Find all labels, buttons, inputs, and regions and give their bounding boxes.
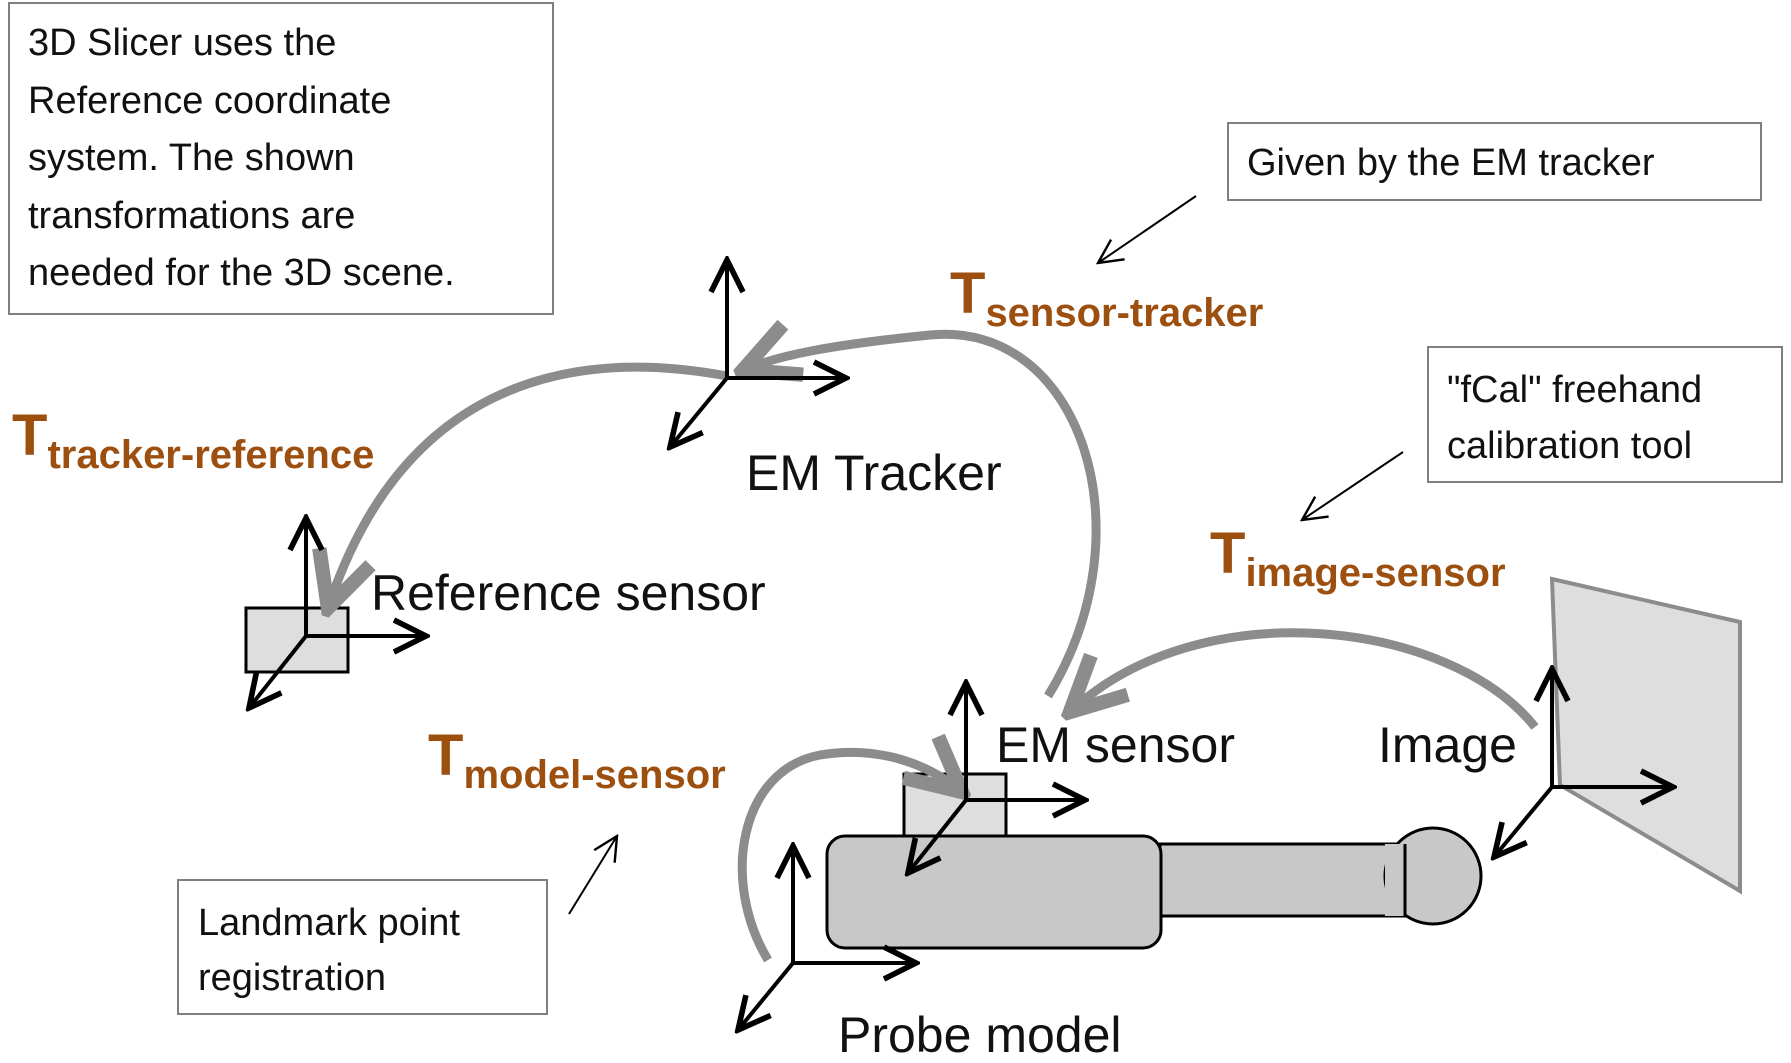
reference-sensor-label: Reference sensor — [371, 565, 766, 621]
t-sensor-tracker-main: T — [950, 261, 985, 326]
em-tracker-note-box — [1227, 122, 1762, 201]
t-model-sensor-sub: model-sensor — [463, 753, 725, 797]
slicer-note-box — [8, 2, 554, 315]
em-tracker-note: Given by the EM tracker — [1227, 122, 1762, 201]
t-model-sensor-main: T — [428, 723, 463, 788]
t-sensor-tracker-label: Tsensor-tracker — [950, 261, 1263, 335]
em-sensor-axis-z — [908, 798, 968, 873]
fcal-note-box — [1427, 346, 1783, 483]
em-tracker-note-line-1: Given by the EM tracker — [1247, 142, 1655, 184]
sensor-tracker-curve-arrow — [743, 334, 1101, 699]
slicer-note-line-2: Reference coordinate — [28, 80, 391, 122]
t-sensor-tracker-sub: sensor-tracker — [985, 291, 1263, 335]
slicer-note-line-3: system. The shown — [28, 137, 355, 179]
fcal-note-line-2: calibration tool — [1447, 425, 1692, 467]
slicer-note: 3D Slicer uses the Reference coordinate … — [8, 2, 554, 315]
fcal-note: "fCal" freehand calibration tool — [1427, 346, 1783, 483]
t-image-sensor-label: Timage-sensor — [1210, 521, 1506, 595]
landmark-pointer-arrow — [568, 836, 617, 915]
slicer-note-line-5: needed for the 3D scene. — [28, 252, 455, 294]
landmark-note-line-2: registration — [198, 957, 386, 999]
fcal-pointer-arrow — [1302, 451, 1404, 520]
probe-model-axes — [738, 846, 916, 1030]
image-axes — [1494, 669, 1673, 857]
t-tracker-reference-label: Ttracker-reference — [12, 403, 374, 477]
probe-handle — [1158, 842, 1407, 918]
em-tracker-label: EM Tracker — [746, 445, 1002, 501]
tracker-reference-curve-arrow — [328, 362, 728, 608]
t-image-sensor-sub: image-sensor — [1245, 551, 1505, 595]
em-sensor-axes — [908, 683, 1085, 873]
em-sensor-label: EM sensor — [996, 717, 1235, 773]
probe-body — [825, 772, 1483, 950]
t-tracker-reference-main: T — [12, 403, 47, 468]
t-image-sensor-main: T — [1210, 521, 1245, 586]
image-label: Image — [1378, 717, 1517, 773]
t-model-sensor-label: Tmodel-sensor — [428, 723, 726, 797]
probe-handle-face — [1385, 844, 1405, 916]
model-sensor-curve-arrow — [737, 752, 962, 963]
probe-main-body — [825, 834, 1163, 950]
reference-sensor-axes — [249, 518, 426, 708]
landmark-note-line-1: Landmark point — [198, 902, 460, 944]
fcal-note-line-1: "fCal" freehand — [1447, 369, 1702, 411]
image-sensor-curve-arrow — [1070, 628, 1539, 730]
image-axis-z — [1494, 785, 1554, 857]
slicer-note-line-1: 3D Slicer uses the — [28, 22, 336, 64]
reference-sensor-axis-z — [249, 634, 308, 708]
em-tracker-axes — [670, 260, 846, 447]
em-tracker-pointer-arrow — [1098, 195, 1197, 263]
probe-model-label: Probe model — [838, 1007, 1122, 1058]
em-tracker-axis-z — [670, 376, 729, 447]
t-tracker-reference-sub: tracker-reference — [47, 433, 374, 477]
image-plane — [1549, 576, 1742, 895]
probe-model-axis-z — [738, 961, 795, 1030]
landmark-note: Landmark point registration — [177, 879, 548, 1015]
reference-sensor-box — [244, 606, 350, 674]
slicer-note-line-4: transformations are — [28, 195, 355, 237]
landmark-note-box — [177, 879, 548, 1015]
